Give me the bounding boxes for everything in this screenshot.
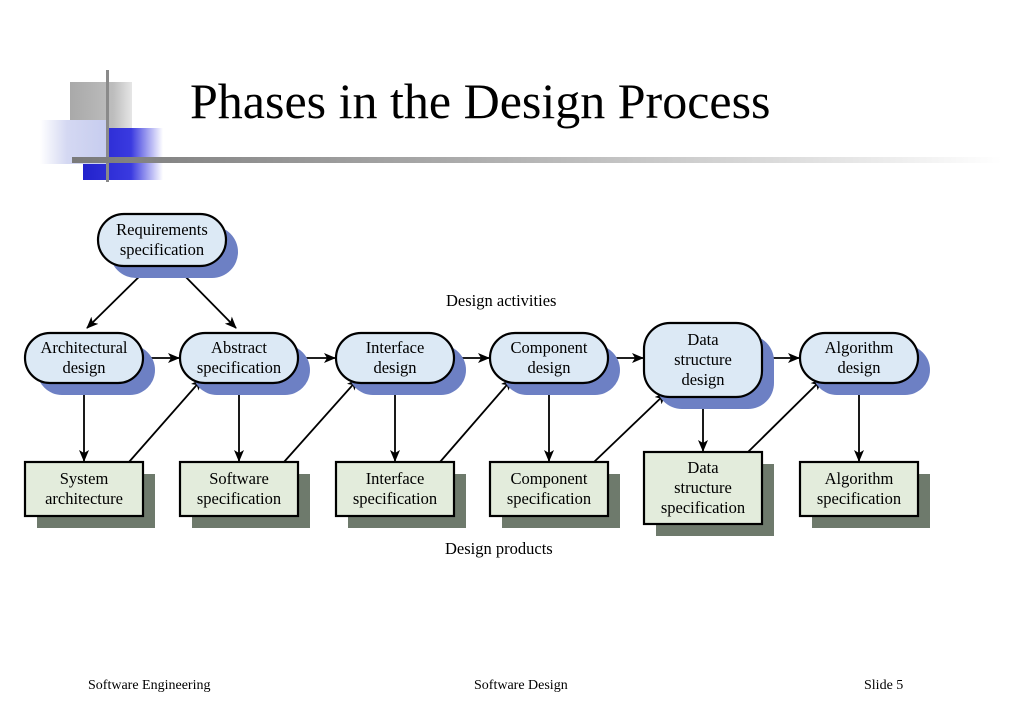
decor-light-blue-square (40, 120, 108, 164)
node-product-data-structure-label-line: structure (674, 478, 732, 497)
node-activity-interface-shape (334, 331, 456, 385)
node-product-component-shape (488, 460, 610, 518)
node-product-system-label-line: System (60, 469, 109, 488)
node-activity-data-structure-label-line: structure (674, 350, 732, 369)
node-activity-data-structure-label-line: design (681, 370, 724, 389)
node-product-algorithm-label-line: Algorithm (825, 469, 894, 488)
node-requirements-specification-label-line: Requirements (116, 220, 208, 239)
edge-product-to-next-activity (128, 378, 203, 463)
node-product-algorithm-shape (798, 460, 920, 518)
node-activity-abstract-label-line: specification (197, 358, 281, 377)
footer-center: Software Design (474, 678, 568, 693)
node-product-component-label-line: Component (511, 469, 588, 488)
node-activity-algorithm-shape (798, 331, 920, 385)
node-product-data-structure-shape (642, 450, 764, 526)
node-product-algorithm-label-line: specification (817, 489, 901, 508)
diagram-nodes: RequirementsspecificationArchitecturalde… (23, 212, 930, 536)
node-activity-component-label-line: design (527, 358, 570, 377)
node-product-software-label-line: Software (209, 469, 269, 488)
node-product-system-shape (23, 460, 145, 518)
decor-vertical-rule (106, 70, 109, 182)
footer-right: Slide 5 (864, 678, 904, 693)
node-product-software-shape (178, 460, 300, 518)
node-product-interface-label-line: specification (353, 489, 437, 508)
node-activity-abstract-label-line: Abstract (211, 338, 267, 357)
node-activity-architectural-label-line: Architectural (40, 338, 127, 357)
node-activity-architectural-shape (23, 331, 145, 385)
node-activity-component-label-line: Component (511, 338, 588, 357)
node-activity-architectural-label-line: design (62, 358, 105, 377)
node-activity-interface-label-line: Interface (366, 338, 425, 357)
node-requirements-specification-label-line: specification (120, 240, 204, 259)
node-activity-interface-label-line: design (373, 358, 416, 377)
title-underline (72, 157, 1002, 163)
footer-left: Software Engineering (88, 678, 211, 693)
node-product-data-structure-label-line: specification (661, 498, 745, 517)
node-product-interface-label-line: Interface (366, 469, 425, 488)
node-product-system-label-line: architecture (45, 489, 123, 508)
edge-product-to-next-activity (283, 378, 359, 463)
node-requirements-specification-shape (96, 212, 228, 268)
node-product-interface-shape (334, 460, 456, 518)
node-activity-algorithm-label-line: design (837, 358, 880, 377)
node-activity-data-structure-shape (642, 321, 764, 399)
slide-title: Phases in the Design Process (190, 73, 771, 129)
node-product-software-label-line: specification (197, 489, 281, 508)
edge-product-to-next-activity (439, 378, 513, 463)
node-activity-algorithm-label-line: Algorithm (825, 338, 894, 357)
node-activity-abstract-shape (178, 331, 300, 385)
node-product-component-label-line: specification (507, 489, 591, 508)
node-product-data-structure-label-line: Data (687, 458, 719, 477)
edge-product-to-next-activity (593, 392, 667, 463)
node-activity-data-structure-label-line: Data (687, 330, 719, 349)
edge-product-to-next-activity (747, 378, 823, 453)
caption-design-activities: Design activities (446, 291, 556, 310)
caption-design-products: Design products (445, 539, 553, 558)
node-activity-component-shape (488, 331, 610, 385)
